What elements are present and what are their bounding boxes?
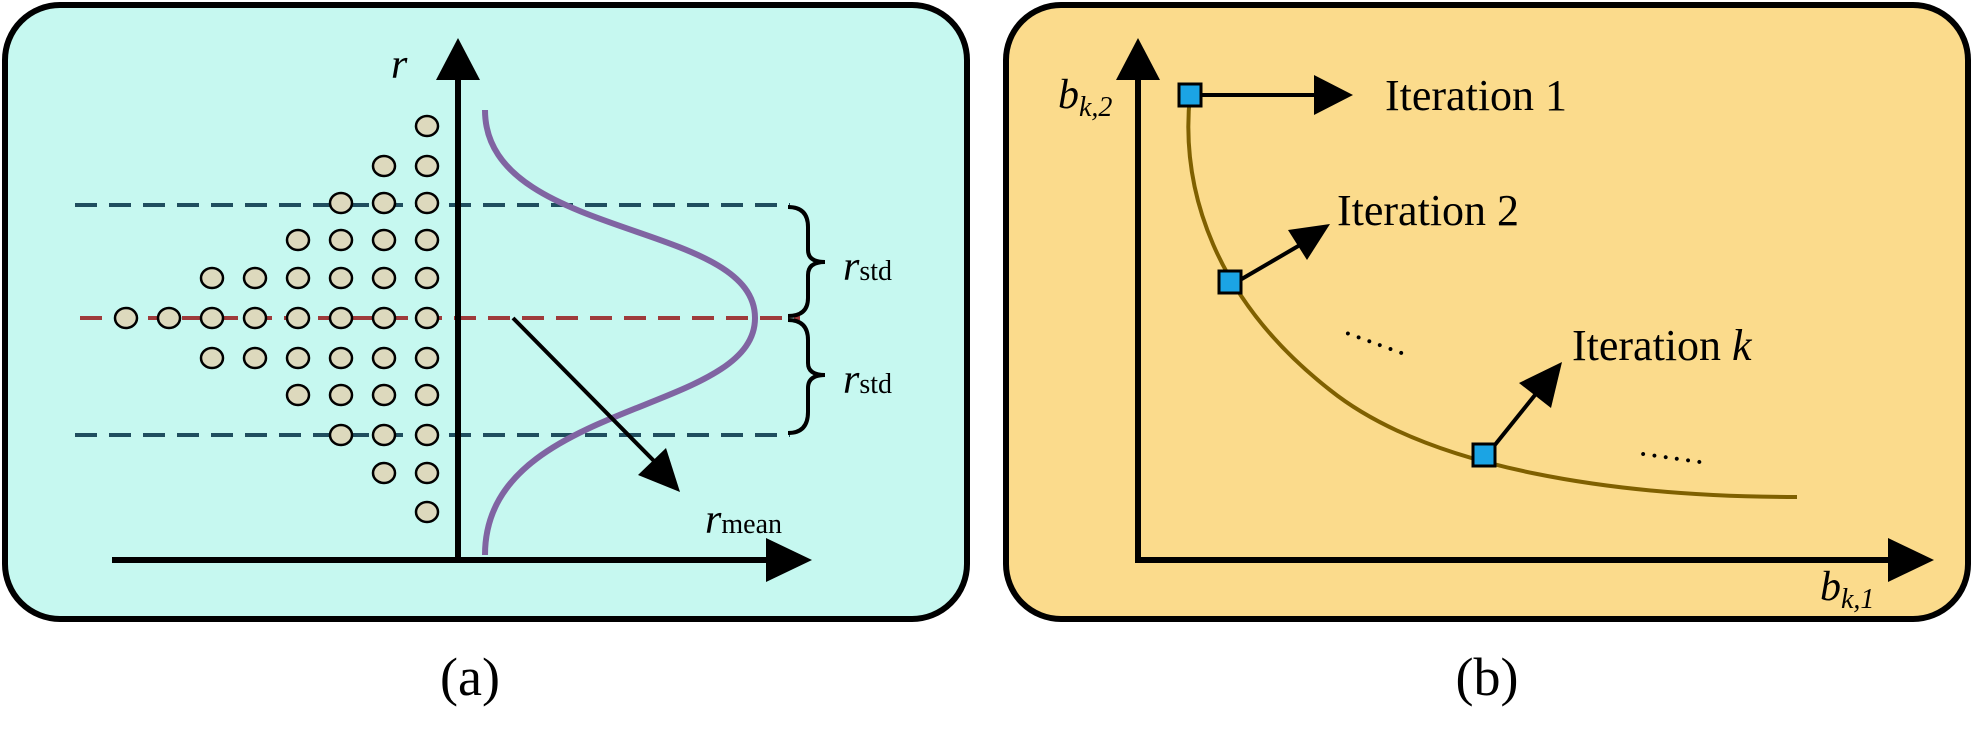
upper-std-label: rstd [843, 244, 892, 290]
sample-dot [414, 114, 440, 138]
sample-dot [371, 154, 397, 178]
iteration-k-arrowhead [1519, 362, 1562, 408]
mean-direction-arrow [511, 316, 657, 464]
sample-dots [113, 114, 440, 524]
y-axis-arrowhead [436, 38, 480, 80]
pareto-front-curve [1186, 94, 1798, 499]
sample-dot [285, 228, 311, 252]
iteration-1-label: Iteration 1 [1385, 71, 1567, 120]
sample-dot [371, 423, 397, 447]
iteration-2-label: Iteration 2 [1337, 186, 1519, 235]
sample-dot [328, 346, 354, 370]
sample-dot [414, 500, 440, 524]
upper-std-brace [787, 205, 826, 318]
sample-dot [328, 383, 354, 407]
panel-a-background [2, 2, 970, 622]
lower-std-label: rstd [843, 357, 892, 403]
sample-dot [328, 191, 354, 215]
iteration-2-arrow [1238, 243, 1302, 282]
iteration-k-arrow [1492, 393, 1537, 448]
sample-dot [328, 306, 354, 330]
sample-dot [328, 266, 354, 290]
iteration-k-label: Iteration k [1572, 321, 1753, 370]
b-x-axis-arrowhead [1888, 538, 1934, 582]
sample-dot [199, 346, 225, 370]
sample-dot [242, 306, 268, 330]
panel-b-background [1003, 2, 1971, 622]
sample-dot [414, 383, 440, 407]
caption-b: (b) [1456, 647, 1519, 707]
sample-dot [371, 191, 397, 215]
sample-dot [371, 461, 397, 485]
sample-dot [414, 154, 440, 178]
panel-b: bk,2 bk,1 Iteration 1 Iteration 2 Iterat… [1003, 2, 1971, 707]
sample-dot [414, 266, 440, 290]
iteration-1-arrowhead [1314, 75, 1353, 115]
mean-direction-arrowhead [638, 448, 680, 492]
sample-dot [414, 423, 440, 447]
sample-dot [414, 346, 440, 370]
distribution-curve [482, 109, 759, 556]
b-y-axis-arrowhead [1116, 38, 1160, 80]
b-x-axis-label: bk,1 [1820, 564, 1874, 615]
sample-dot [285, 383, 311, 407]
sample-dot [328, 423, 354, 447]
sample-dot [371, 346, 397, 370]
iteration-k-marker [1471, 442, 1497, 468]
sample-dot [242, 266, 268, 290]
y-axis-label: r [391, 42, 408, 88]
lower-std-brace [787, 318, 826, 435]
sample-dot [371, 266, 397, 290]
sample-dot [285, 266, 311, 290]
iteration-2-marker [1217, 269, 1243, 295]
b-y-axis-label: bk,2 [1058, 72, 1112, 123]
sample-dot [285, 306, 311, 330]
sample-dot [199, 266, 225, 290]
sample-dot [414, 461, 440, 485]
iteration-2-arrowhead [1288, 224, 1330, 260]
iteration-1-marker [1177, 82, 1203, 108]
sample-dot [156, 306, 182, 330]
sample-dot [414, 306, 440, 330]
sample-dot [414, 228, 440, 252]
sample-dot [371, 383, 397, 407]
sample-dot [414, 191, 440, 215]
sample-dot [328, 228, 354, 252]
sample-dot [371, 228, 397, 252]
sample-dot [113, 306, 139, 330]
caption-a: (a) [440, 647, 500, 707]
sample-dot [371, 306, 397, 330]
x-axis-arrowhead [766, 538, 812, 582]
sample-dot [285, 346, 311, 370]
sample-dot [199, 306, 225, 330]
x-axis-label: rmean [705, 497, 782, 543]
panel-a: r rmean rstd rstd (a) [2, 2, 970, 707]
sample-dot [242, 346, 268, 370]
